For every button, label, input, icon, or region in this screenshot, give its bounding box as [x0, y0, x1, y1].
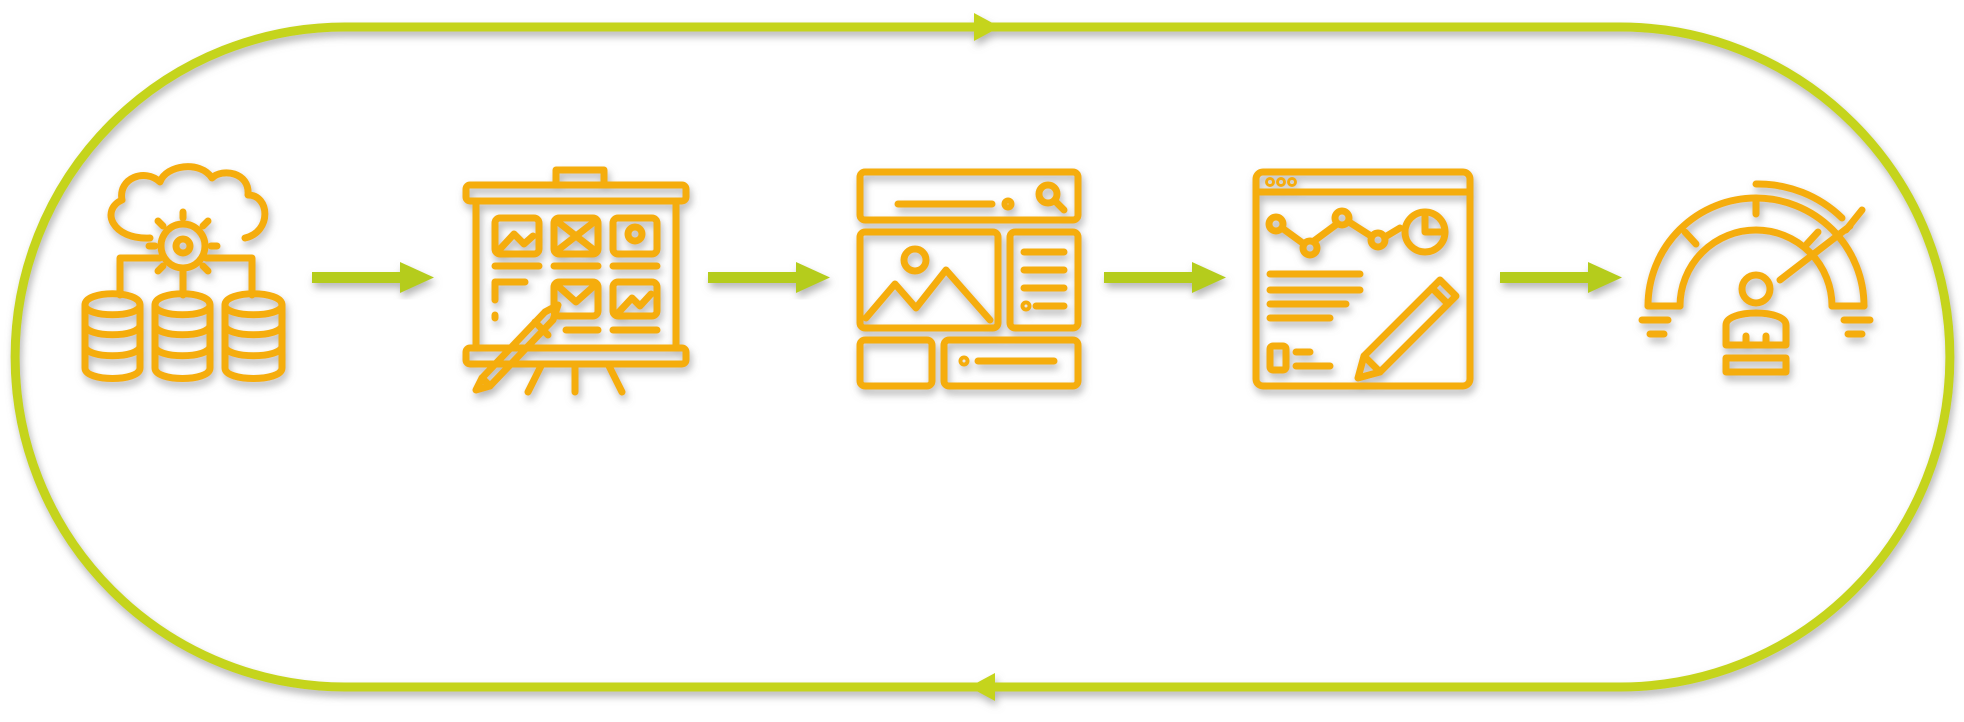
- analytics-report-pencil-icon: [1252, 168, 1474, 390]
- loop-arrow-top-icon: [974, 13, 1000, 41]
- loop-arrow-bottom-icon: [969, 673, 995, 701]
- web-layout-icon: [856, 168, 1082, 390]
- performance-gauge-user-icon: [1638, 180, 1874, 376]
- flow-arrow-icon: [1500, 262, 1622, 293]
- cloud-database-gear-icon: [81, 163, 286, 382]
- wireframe-board-pencil-icon: [462, 166, 690, 396]
- flow-arrow-icon: [1104, 262, 1226, 293]
- cycle-loop: [10, 13, 1955, 701]
- flow-arrow-icon: [312, 262, 434, 293]
- flow-arrows: [312, 262, 1622, 293]
- flow-arrow-icon: [708, 262, 830, 293]
